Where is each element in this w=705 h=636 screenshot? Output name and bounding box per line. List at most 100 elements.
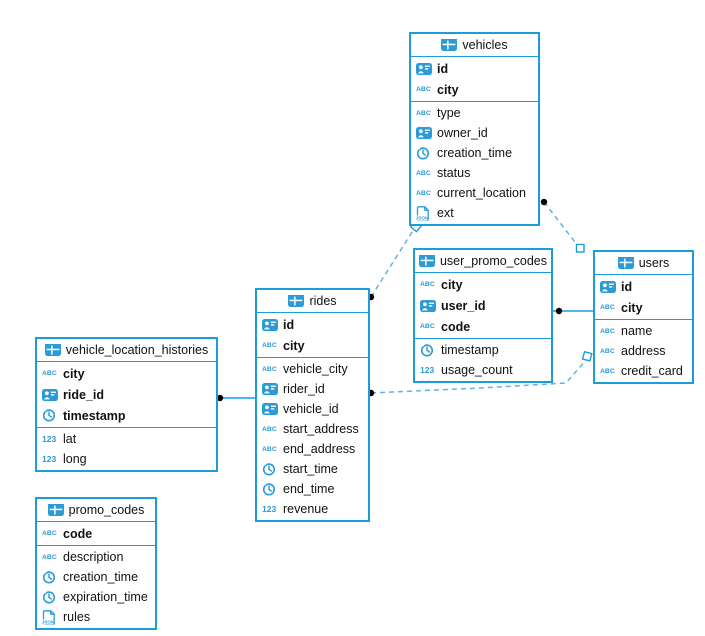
relationship-line-vehicles-users bbox=[543, 201, 579, 247]
table-vehicles[interactable]: vehicles id ABC city ABC type owner_id bbox=[409, 32, 540, 226]
column-row[interactable]: user_id bbox=[415, 295, 551, 316]
primary-key-section: id ABC city bbox=[411, 57, 538, 102]
column-row[interactable]: ABC type bbox=[411, 103, 538, 123]
relationship-dot bbox=[555, 307, 563, 315]
column-row[interactable]: 123 long bbox=[37, 449, 216, 469]
svg-text:JSON: JSON bbox=[42, 619, 55, 624]
column-name: city bbox=[437, 82, 459, 97]
column-row[interactable]: id bbox=[411, 58, 538, 79]
column-row[interactable]: owner_id bbox=[411, 123, 538, 143]
column-row[interactable]: timestamp bbox=[37, 405, 216, 426]
string-type-icon: ABC bbox=[600, 347, 615, 355]
column-row[interactable]: 123 revenue bbox=[257, 499, 368, 519]
column-name: city bbox=[283, 338, 305, 353]
string-type-icon: ABC bbox=[600, 304, 615, 311]
column-row[interactable]: ABC city bbox=[415, 274, 551, 295]
column-row[interactable]: ABC code bbox=[37, 523, 155, 544]
column-name: type bbox=[437, 106, 461, 120]
table-title: users bbox=[638, 256, 670, 270]
column-name: revenue bbox=[283, 502, 329, 516]
column-name: timestamp bbox=[63, 408, 126, 423]
column-row[interactable]: end_time bbox=[257, 479, 368, 499]
json-type-icon: JSON bbox=[42, 609, 63, 625]
string-type-icon: ABC bbox=[416, 109, 431, 117]
table-user-promo-codes[interactable]: user_promo_codes ABC city user_id ABC co… bbox=[413, 248, 553, 383]
table-vehicle-location-histories-header[interactable]: vehicle_location_histories bbox=[37, 339, 216, 362]
column-row[interactable]: expiration_time bbox=[37, 587, 155, 607]
column-row[interactable]: ABC name bbox=[595, 321, 692, 341]
table-rides-header[interactable]: rides bbox=[257, 290, 368, 313]
string-type-icon: ABC bbox=[262, 365, 277, 373]
table-icon bbox=[47, 504, 64, 516]
table-user-promo-codes-header[interactable]: user_promo_codes bbox=[415, 250, 551, 273]
column-row[interactable]: ABC address bbox=[595, 341, 692, 361]
columns-section: ABC name ABC address ABC credit_card bbox=[595, 320, 692, 382]
string-type-icon: ABC bbox=[42, 530, 57, 537]
column-row[interactable]: creation_time bbox=[37, 567, 155, 587]
column-row[interactable]: id bbox=[257, 314, 368, 335]
timestamp-type-icon bbox=[42, 408, 63, 423]
column-name: vehicle_id bbox=[283, 402, 339, 416]
string-type-icon: ABC bbox=[600, 367, 615, 375]
column-row[interactable]: JSON ext bbox=[411, 203, 538, 223]
column-row[interactable]: id bbox=[595, 276, 692, 297]
column-row[interactable]: rider_id bbox=[257, 379, 368, 399]
column-name: address bbox=[621, 344, 666, 358]
table-icon bbox=[617, 257, 634, 269]
column-row[interactable]: ABC code bbox=[415, 316, 551, 337]
column-row[interactable]: timestamp bbox=[415, 340, 551, 360]
column-row[interactable]: ABC start_address bbox=[257, 419, 368, 439]
column-name: lat bbox=[63, 432, 77, 446]
column-row[interactable]: ABC status bbox=[411, 163, 538, 183]
column-name: city bbox=[621, 300, 643, 315]
table-title: vehicles bbox=[462, 38, 508, 52]
column-name: code bbox=[63, 526, 93, 541]
columns-section: ABC type owner_id creation_time ABC stat… bbox=[411, 102, 538, 224]
id-type-icon bbox=[420, 299, 441, 312]
table-rides[interactable]: rides id ABC city ABC vehicle_city rider… bbox=[255, 288, 370, 522]
column-row[interactable]: ABC current_location bbox=[411, 183, 538, 203]
table-users[interactable]: users id ABC city ABC name ABC address A… bbox=[593, 250, 694, 384]
column-row[interactable]: start_time bbox=[257, 459, 368, 479]
id-type-icon bbox=[42, 388, 63, 401]
number-type-icon: 123 bbox=[420, 365, 435, 375]
string-type-icon: ABC bbox=[416, 189, 431, 197]
column-row[interactable]: 123 lat bbox=[37, 429, 216, 449]
column-row[interactable]: JSON rules bbox=[37, 607, 155, 627]
string-type-icon: ABC bbox=[416, 169, 431, 177]
column-row[interactable]: ABC city bbox=[257, 335, 368, 356]
column-row[interactable]: 123 usage_count bbox=[415, 360, 551, 380]
column-row[interactable]: ride_id bbox=[37, 384, 216, 405]
column-name: description bbox=[63, 550, 124, 564]
column-row[interactable]: ABC city bbox=[411, 79, 538, 100]
columns-section: ABC vehicle_city rider_id vehicle_id ABC… bbox=[257, 358, 368, 520]
string-type-icon: ABC bbox=[416, 86, 431, 93]
column-name: end_address bbox=[283, 442, 356, 456]
column-row[interactable]: ABC credit_card bbox=[595, 361, 692, 381]
column-row[interactable]: creation_time bbox=[411, 143, 538, 163]
column-name: id bbox=[621, 279, 633, 294]
table-title: user_promo_codes bbox=[439, 254, 547, 268]
table-vehicles-header[interactable]: vehicles bbox=[411, 34, 538, 57]
column-row[interactable]: ABC end_address bbox=[257, 439, 368, 459]
table-promo-codes-header[interactable]: promo_codes bbox=[37, 499, 155, 522]
table-title: rides bbox=[309, 294, 337, 308]
column-name: user_id bbox=[441, 298, 486, 313]
number-type-icon: 123 bbox=[262, 504, 277, 514]
timestamp-type-icon bbox=[42, 589, 63, 605]
column-row[interactable]: ABC vehicle_city bbox=[257, 359, 368, 379]
column-row[interactable]: ABC description bbox=[37, 547, 155, 567]
table-users-header[interactable]: users bbox=[595, 252, 692, 275]
column-name: end_time bbox=[283, 482, 335, 496]
id-type-icon bbox=[600, 280, 621, 293]
column-row[interactable]: vehicle_id bbox=[257, 399, 368, 419]
column-name: status bbox=[437, 166, 471, 180]
relationship-dot bbox=[216, 394, 224, 402]
string-type-icon: ABC bbox=[600, 327, 615, 335]
table-promo-codes[interactable]: promo_codes ABC code ABC description cre… bbox=[35, 497, 157, 630]
table-vehicle-location-histories[interactable]: vehicle_location_histories ABC city ride… bbox=[35, 337, 218, 472]
column-row[interactable]: ABC city bbox=[595, 297, 692, 318]
column-row[interactable]: ABC city bbox=[37, 363, 216, 384]
